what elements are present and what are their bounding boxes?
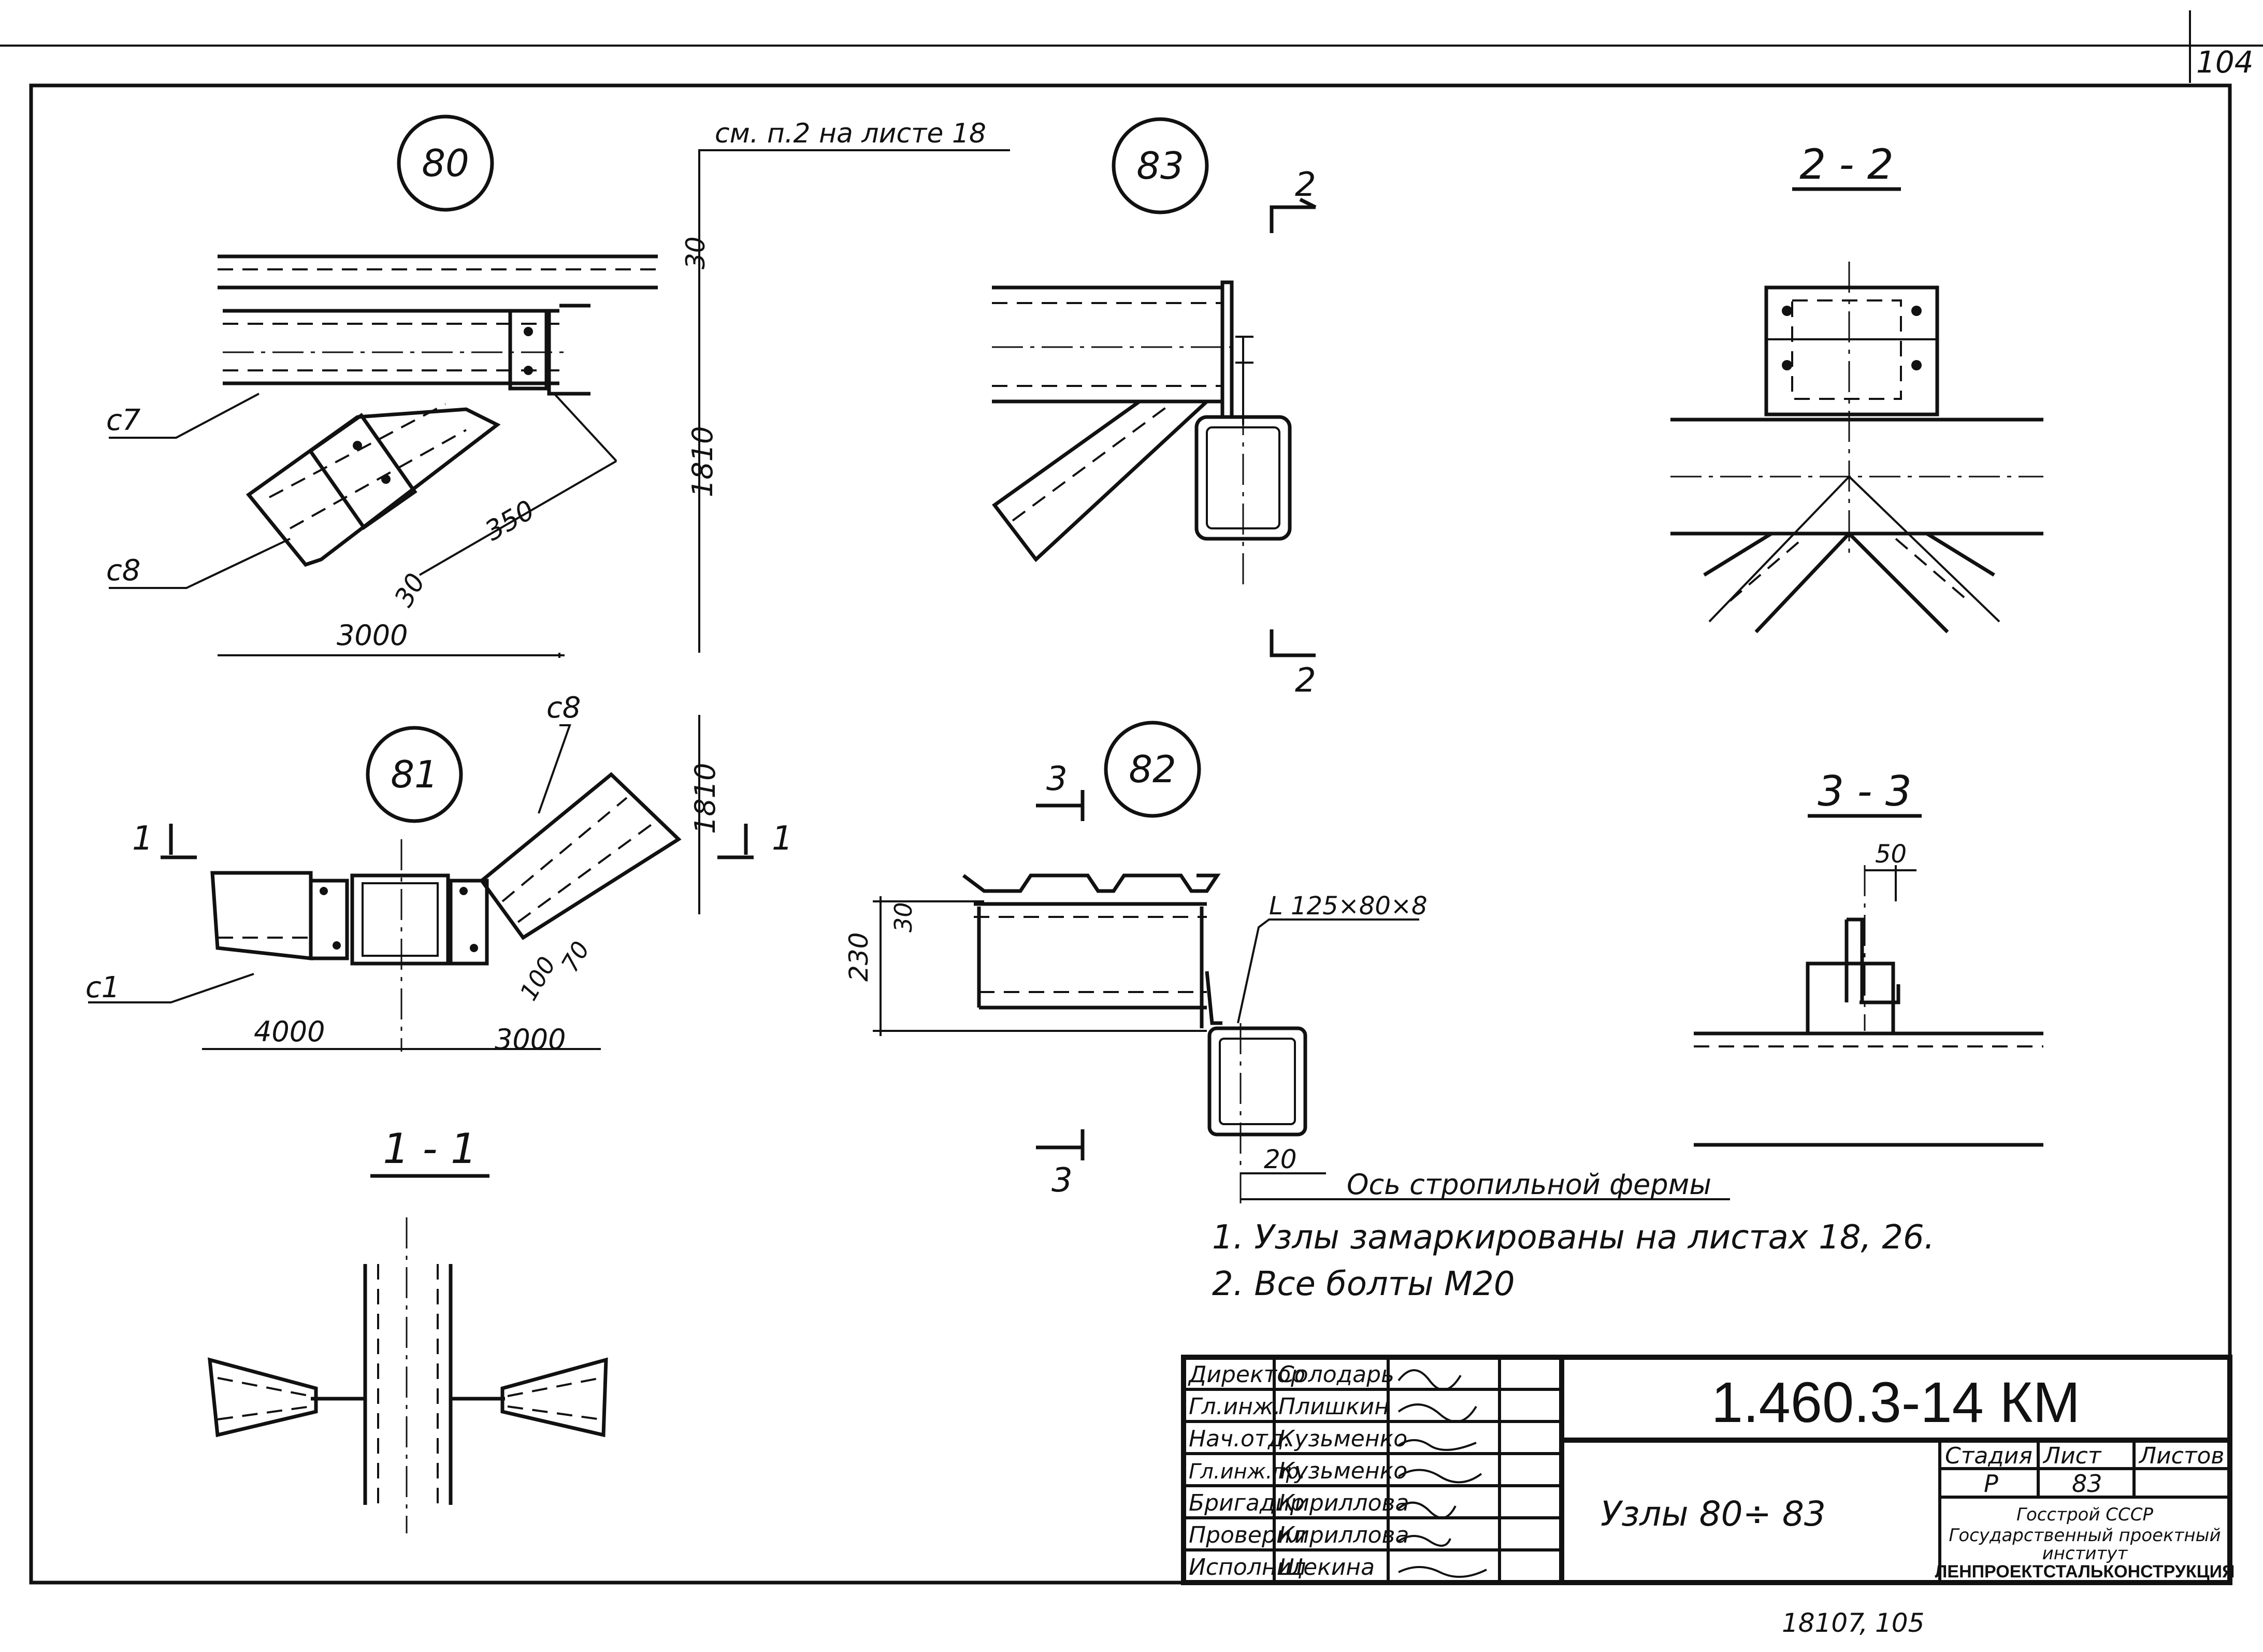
note-2: 2. Все болты М20 (1212, 1265, 1515, 1303)
node-81: 81 1 1 с8 с1 1810 100 70 (85, 691, 793, 1056)
node-82-axis-note: Ось стропильной фермы (1347, 1168, 1711, 1201)
section-3-3-title: 3 - 3 (1818, 767, 1912, 815)
col-sheet: Лист (2042, 1443, 2102, 1469)
node-80-member-c7: с7 (106, 404, 141, 437)
role-brigade-lead: Бригадир (1189, 1490, 1305, 1516)
col-sheets: Листов (2138, 1443, 2224, 1469)
node-80-label: 80 (422, 141, 469, 185)
title-block: Директор Солодарь Гл.инж. Плишкин Нач.от… (1181, 1355, 2235, 1585)
note-1: 1. Узлы замаркированы на листах 18, 26. (1212, 1218, 1935, 1257)
node-80-dim-350: 350 (480, 495, 540, 548)
node-81-section-mark-right: 1 (772, 820, 793, 858)
section-1-1-title: 1 - 1 (383, 1125, 477, 1173)
node-81-section-mark-left: 1 (132, 820, 153, 858)
node-80-dim-1810: 1810 (686, 426, 719, 497)
node-81-dim-1810: 1810 (689, 763, 722, 834)
node-81-dim-3000: 3000 (495, 1023, 566, 1056)
node-81-member-c1: с1 (85, 971, 120, 1004)
section-2-2: 2 - 2 (1670, 140, 2043, 634)
signature-scribble (1397, 1369, 1487, 1578)
section-1-1: 1 - 1 (207, 1125, 608, 1533)
node-83-section-mark-top: 2 (1295, 166, 1316, 204)
role-dept-head: Нач.отд. (1189, 1426, 1291, 1452)
name-director: Солодарь (1278, 1361, 1394, 1388)
archive-number: 18107 (1782, 1608, 1864, 1638)
node-83-label: 83 (1136, 144, 1184, 188)
node-80-dim-3000: 3000 (337, 619, 408, 652)
node-82-section-mark-top: 3 (1046, 760, 1068, 798)
node-80-member-c8: с8 (106, 554, 140, 587)
name-author: Щекина (1278, 1554, 1375, 1581)
page-number: 105 (1875, 1608, 1924, 1638)
section-3-3-dim-50: 50 (1875, 840, 1907, 869)
name-dept-head: Кузьменко (1278, 1426, 1407, 1452)
node-81-dim-4000: 4000 (254, 1015, 325, 1048)
footer-separator: , (1860, 1608, 1868, 1638)
node-81-member-c8: с8 (546, 691, 581, 725)
name-project-chief: Кузьменко (1278, 1458, 1407, 1484)
org-line-4: ЛЕНПРОЕКТСТАЛЬКОНСТРУКЦИЯ (1935, 1562, 2235, 1582)
sheet-frame: 104 (0, 10, 2263, 1585)
node-80-reference-note: см. п.2 на листе 18 (715, 118, 986, 149)
section-3-3: 3 - 3 50 (1694, 767, 2043, 1147)
role-director: Директор (1188, 1361, 1305, 1388)
role-author: Исполнил (1189, 1554, 1306, 1581)
node-82-angle-profile: L 125×80×8 (1269, 892, 1428, 921)
node-80-dim-30-top: 30 (681, 236, 711, 269)
node-81-label: 81 (391, 753, 438, 796)
section-2-2-title: 2 - 2 (1799, 140, 1894, 189)
node-82: 82 3 3 L 125×80×8 30 230 20 (844, 721, 1730, 1207)
footer: 18107 105 , (1782, 1608, 1924, 1638)
node-82-dim-20: 20 (1264, 1144, 1297, 1174)
sheet-corner-number: 104 (2196, 45, 2254, 80)
role-project-chief: Гл.инж.пр. (1189, 1460, 1306, 1484)
node-82-dim-230: 230 (844, 932, 874, 982)
node-82-section-mark-bottom: 3 (1051, 1161, 1073, 1200)
stage-value: Р (1984, 1470, 1998, 1498)
node-81-dim-100: 100 (514, 952, 561, 1005)
general-notes: 1. Узлы замаркированы на листах 18, 26. … (1212, 1218, 1935, 1303)
drawing-code: 1.460.3-14 КМ (1711, 1371, 2080, 1434)
node-80: 80 см. п.2 на листе 18 с7 с8 (106, 114, 1010, 658)
role-checker: Проверил (1189, 1522, 1306, 1548)
sheet-title: Узлы 80÷ 83 (1601, 1494, 1826, 1534)
node-81-dim-70: 70 (556, 937, 595, 977)
node-82-label: 82 (1129, 748, 1176, 791)
name-brigade-lead: Кириллова (1278, 1490, 1409, 1516)
node-82-dim-30: 30 (889, 902, 917, 932)
org-line-3: институт (2042, 1543, 2128, 1564)
role-chief-engineer: Гл.инж. (1189, 1394, 1281, 1420)
node-83: 83 2 2 (992, 117, 1317, 700)
name-checker: Кириллова (1278, 1522, 1409, 1548)
org-line-2: Государственный проектный (1949, 1525, 2221, 1546)
sheet-value: 83 (2072, 1470, 2102, 1498)
node-80-dim-30-bottom: 30 (388, 568, 431, 612)
node-83-section-mark-bottom: 2 (1295, 662, 1316, 700)
name-chief-engineer: Плишкин (1278, 1394, 1389, 1420)
org-line-1: Госстрой СССР (2016, 1504, 2153, 1525)
col-stage: Стадия (1945, 1443, 2033, 1469)
